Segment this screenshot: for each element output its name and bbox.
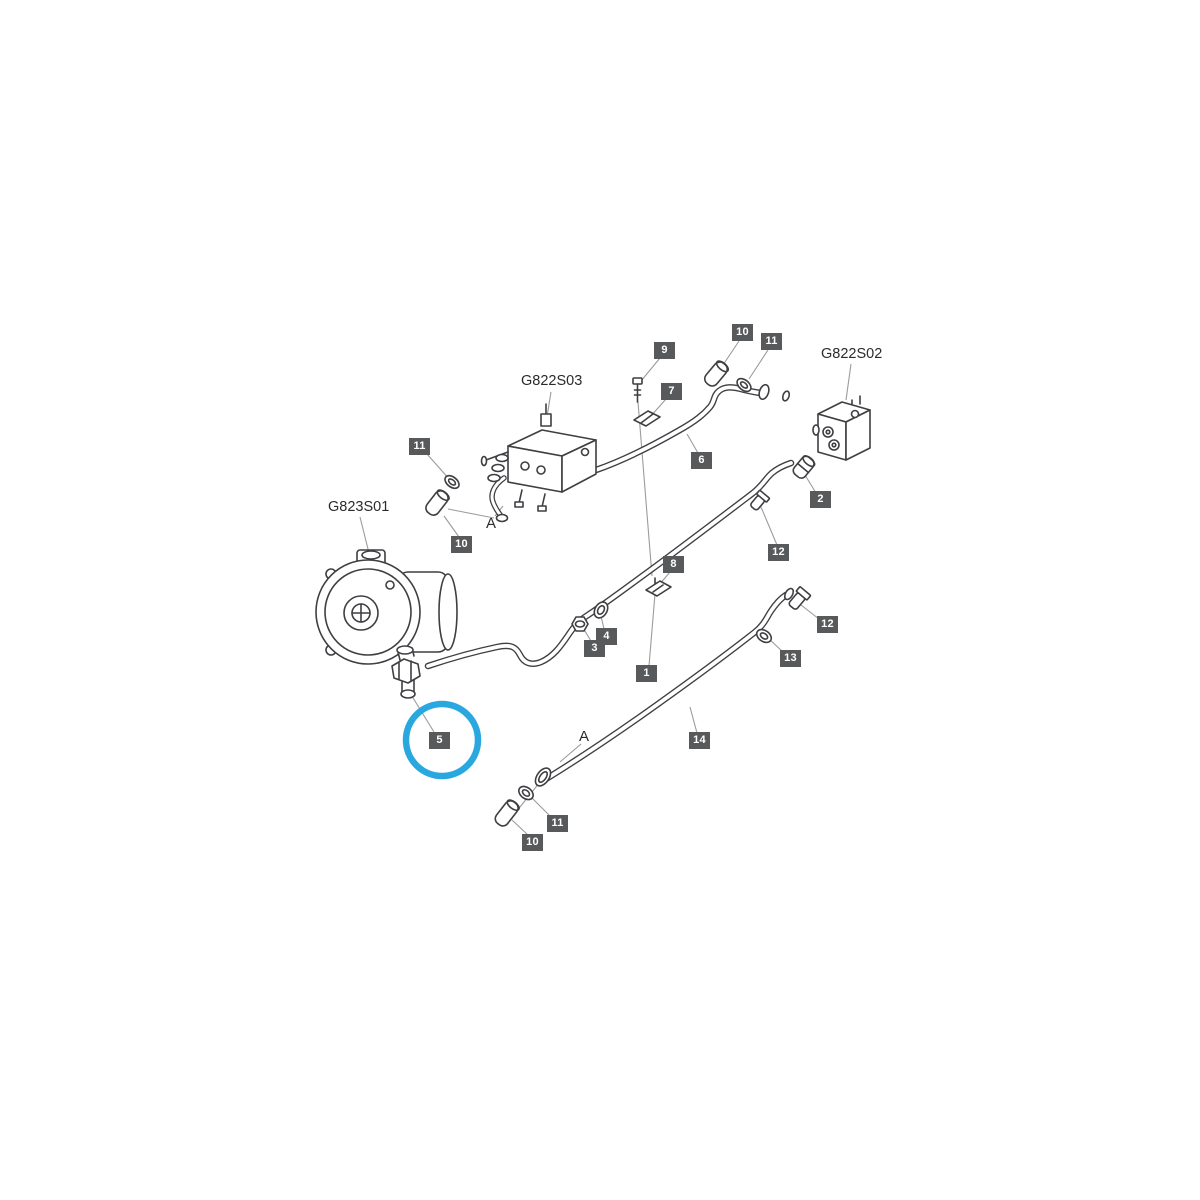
fitting-part-2	[792, 455, 816, 479]
group-label-g823s01[interactable]: G823S01	[328, 499, 390, 515]
callout-12-right[interactable]: 12	[817, 616, 838, 633]
bolt-part-12-upper	[750, 489, 771, 511]
pipes	[424, 384, 795, 783]
callout-2[interactable]: 2	[810, 491, 831, 508]
callout-13[interactable]: 13	[780, 650, 801, 667]
sleeve-part-10-top	[703, 360, 730, 387]
callout-7[interactable]: 7	[661, 383, 682, 400]
clamp-part-8	[645, 577, 672, 597]
ring-part-4	[593, 601, 609, 619]
pipe-6-end-ring-small	[781, 390, 791, 402]
o-ring-part-11-bottom	[518, 785, 534, 801]
callout-9[interactable]: 9	[654, 342, 675, 359]
callout-14[interactable]: 14	[689, 732, 710, 749]
valve-g822s02	[812, 395, 871, 461]
callout-10-bottom[interactable]: 10	[522, 834, 543, 851]
o-ring-part-11-left	[444, 474, 460, 490]
view-marker-a-lower: A	[579, 728, 590, 745]
highlight-circle-part-5	[402, 700, 482, 780]
callout-11-bottom[interactable]: 11	[547, 815, 568, 832]
group-label-g822s02[interactable]: G822S02	[821, 346, 883, 362]
bolt-part-12-right	[788, 586, 812, 610]
pipe-6-end-ring	[758, 383, 770, 401]
pipe-14-flange-ring	[534, 767, 552, 787]
view-marker-a-upper: A	[486, 515, 497, 532]
group-label-g822s03[interactable]: G822S03	[521, 373, 583, 389]
callout-6[interactable]: 6	[691, 452, 712, 469]
callout-3[interactable]: 3	[584, 640, 605, 657]
sleeve-part-10-bottom	[494, 799, 520, 827]
sleeve-part-10-left	[425, 489, 450, 516]
pipe-view-a	[489, 475, 507, 519]
o-ring-part-11-top	[736, 377, 752, 393]
callout-11-left[interactable]: 11	[409, 438, 430, 455]
bolt-part-9	[632, 377, 643, 403]
pipe-part-14	[542, 591, 790, 783]
callout-1[interactable]: 1	[636, 665, 657, 682]
elbow-fitting-part-5	[391, 645, 421, 699]
callout-8[interactable]: 8	[663, 556, 684, 573]
valve-g822s03	[480, 403, 597, 523]
callout-11-top[interactable]: 11	[761, 333, 782, 350]
clamp-part-7	[633, 410, 661, 427]
callout-10-left[interactable]: 10	[451, 536, 472, 553]
callout-10-top[interactable]: 10	[732, 324, 753, 341]
o-ring-part-13	[755, 628, 773, 644]
callout-12-upper[interactable]: 12	[768, 544, 789, 561]
callout-5-highlighted[interactable]: 5	[429, 732, 450, 749]
pump-g823s01	[315, 549, 458, 665]
nut-part-3	[571, 616, 589, 632]
line-art	[315, 360, 871, 827]
pipe-14-end-ring	[783, 587, 795, 601]
